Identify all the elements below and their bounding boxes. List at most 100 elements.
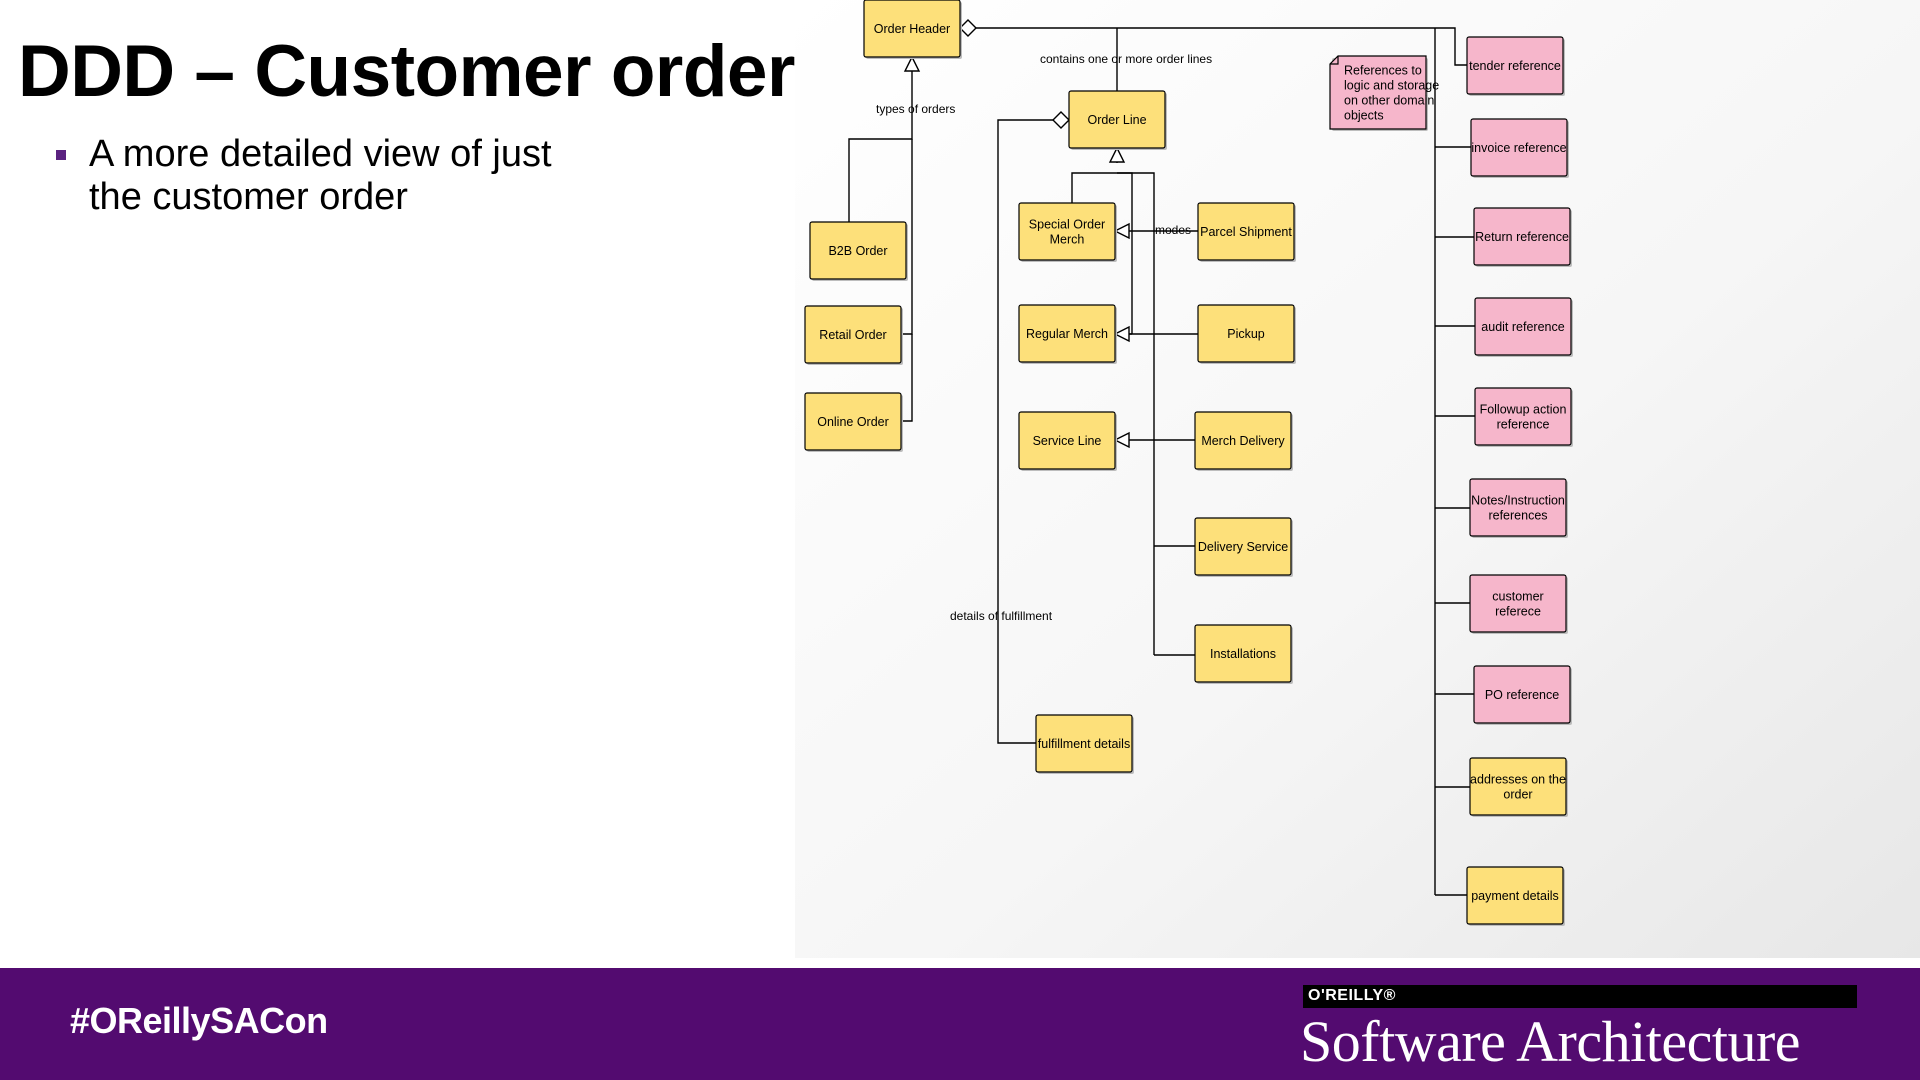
node-box [1197, 304, 1295, 363]
edge-label-fulfillment: details of fulfillment [950, 609, 1053, 623]
node-label: tender reference [1469, 59, 1561, 73]
node-label: PO reference [1485, 688, 1559, 702]
node-label: fulfillment details [1038, 737, 1130, 751]
node-online-order: Online Order [804, 392, 903, 452]
node-box [1197, 202, 1295, 261]
node-box [1470, 118, 1568, 177]
node-box [1035, 714, 1133, 773]
node-label: Special Order [1029, 218, 1105, 232]
node-box [1018, 202, 1116, 261]
oreilly-logo: O'REILLY® [1308, 987, 1396, 1004]
node-label: Merch [1050, 233, 1085, 247]
node-order-line: Order Line [1068, 90, 1167, 150]
node-label: Retail Order [819, 328, 886, 342]
node-parcel-shipment: Parcel Shipment [1197, 202, 1296, 262]
node-label: invoice reference [1471, 141, 1566, 155]
node-delivery-service: Delivery Service [1194, 517, 1293, 577]
node-pickup: Pickup [1197, 304, 1296, 364]
node-label: Pickup [1227, 327, 1265, 341]
connector-15 [848, 72, 913, 222]
node-label: Regular Merch [1026, 327, 1108, 341]
bullet-item: A more detailed view of just the custome… [52, 133, 612, 219]
node-merch-delivery: Merch Delivery [1194, 411, 1293, 471]
node-label: Order Header [874, 22, 950, 36]
node-label: reference [1497, 418, 1550, 432]
node-box [1018, 411, 1116, 470]
bullet-marker [56, 150, 66, 160]
connector-2 [1435, 27, 1467, 66]
edge-label-contains: contains one or more order lines [1040, 52, 1212, 66]
node-label: customer [1492, 590, 1543, 604]
arrow-special-order-merch [1113, 222, 1130, 240]
note-fold [1330, 56, 1339, 65]
node-order-header: Order Header [863, 0, 962, 59]
edge-label-modes: modes [1155, 223, 1191, 237]
node-label: logic and storage [1344, 79, 1439, 93]
connector-21 [1117, 172, 1133, 334]
node-tender-reference: tender reference [1466, 36, 1565, 96]
arrow-service-line [1113, 431, 1130, 449]
edge-labels: contains one or more order lines types o… [876, 52, 1212, 623]
arrow-regular-merch [1113, 325, 1130, 343]
node-label: payment details [1471, 889, 1559, 903]
node-label: referece [1495, 605, 1541, 619]
node-return-reference: Return reference [1473, 207, 1572, 267]
node-label: audit reference [1481, 320, 1564, 334]
node-label: addresses on the [1470, 773, 1566, 787]
node-label: Return reference [1475, 230, 1569, 244]
note-body [1329, 55, 1427, 130]
conference-hashtag: #OReillySACon [70, 1000, 328, 1041]
node-box [1466, 36, 1564, 95]
node-box [1194, 624, 1292, 683]
connector-20 [1071, 172, 1117, 203]
node-fulfillment-details: fulfillment details [1035, 714, 1134, 774]
bullet-text: A more detailed view of just the custome… [89, 133, 552, 218]
bullet-list: A more detailed view of just the custome… [52, 133, 612, 219]
node-box [809, 221, 907, 280]
node-label: references [1488, 509, 1547, 523]
node-label: objects [1344, 109, 1384, 123]
node-box [804, 305, 902, 364]
node-label: Notes/Instruction [1471, 494, 1565, 508]
node-label: References to [1344, 64, 1422, 78]
node-box [804, 392, 902, 451]
node-box [1473, 665, 1571, 724]
brand-bar [1303, 985, 1857, 1008]
node-box [1469, 574, 1567, 633]
diamond-order-header [959, 19, 977, 37]
node-label: Followup action [1480, 403, 1567, 417]
diamond-order-line [1052, 111, 1070, 129]
node-box [1194, 517, 1292, 576]
node-label: order [1503, 788, 1532, 802]
node-label: Installations [1210, 647, 1276, 661]
product-name: Software Architecture [1300, 1009, 1801, 1074]
node-label: Delivery Service [1198, 540, 1288, 554]
connector-22 [1117, 172, 1198, 232]
node-invoice-reference: invoice reference [1470, 118, 1569, 178]
node-box [1473, 207, 1571, 266]
node-box [1474, 387, 1572, 446]
connectors [848, 19, 1475, 896]
node-box [1469, 478, 1567, 537]
node-box [1469, 757, 1567, 816]
arrow-order-line-subtypes [1108, 146, 1126, 163]
node-label: B2B Order [828, 244, 887, 258]
node-regular-merch: Regular Merch [1018, 304, 1117, 364]
node-label: Online Order [817, 415, 889, 429]
node-payment-details: payment details [1466, 866, 1565, 926]
arrow-types-of-orders [903, 55, 921, 72]
node-b2b-order: B2B Order [809, 221, 908, 281]
edge-label-types: types of orders [876, 102, 955, 116]
node-po-reference: PO reference [1473, 665, 1572, 725]
node-label: Merch Delivery [1201, 434, 1285, 448]
node-box [1194, 411, 1292, 470]
node-label: Parcel Shipment [1200, 225, 1292, 239]
